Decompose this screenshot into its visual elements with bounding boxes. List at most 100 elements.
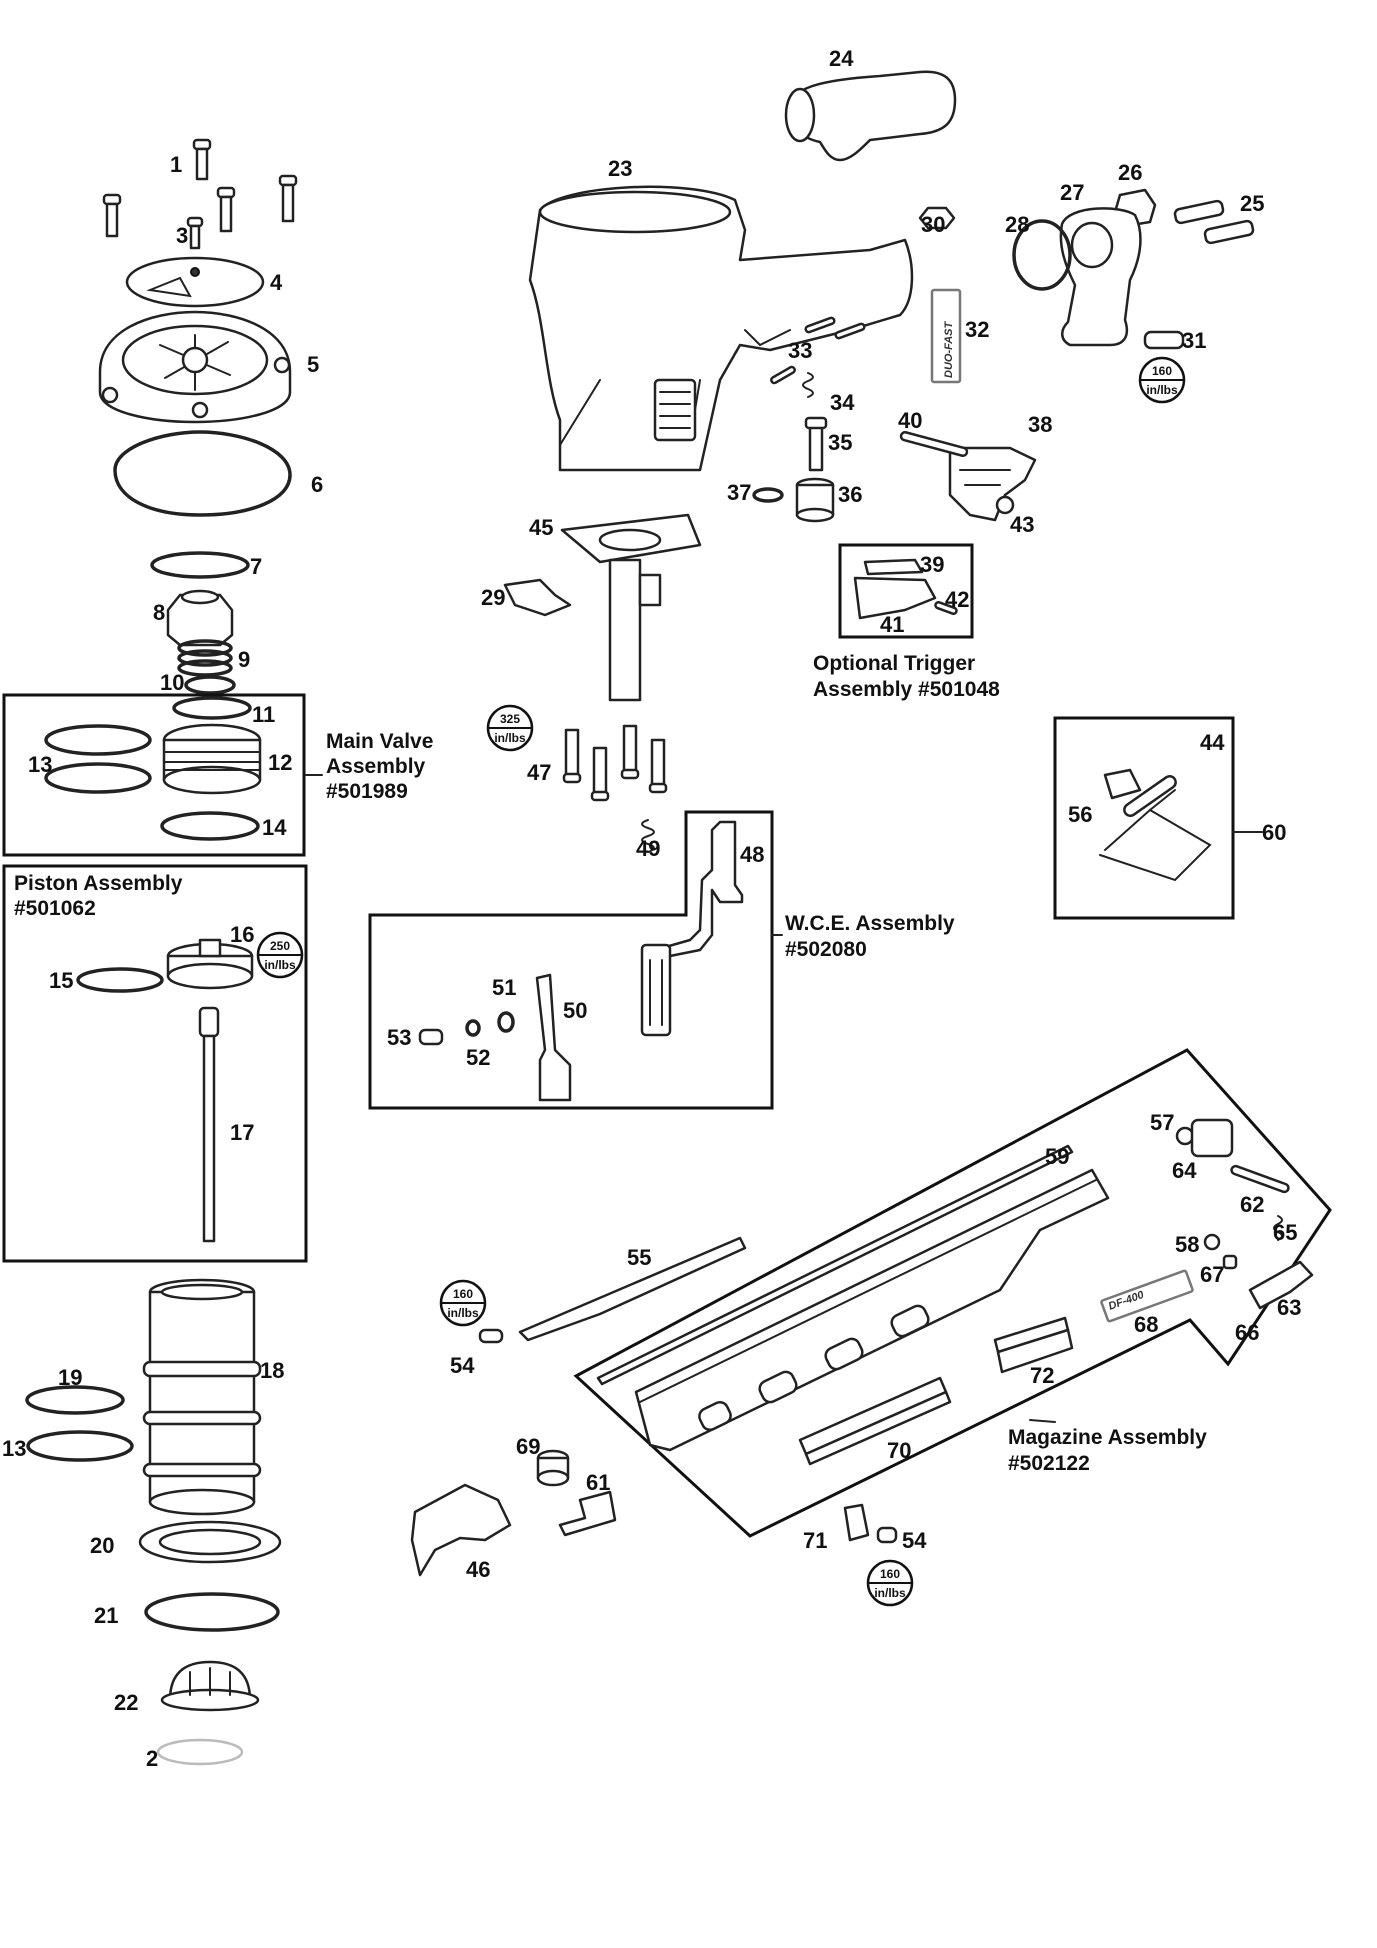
part-50-contact bbox=[535, 973, 572, 1102]
part-27-exhaust bbox=[1059, 207, 1142, 347]
label-24: 24 bbox=[829, 46, 854, 71]
label-13a: 13 bbox=[28, 752, 52, 777]
label-72: 72 bbox=[1030, 1363, 1054, 1388]
label-23: 23 bbox=[608, 156, 632, 181]
part-17-driver bbox=[198, 1006, 220, 1243]
label-59: 59 bbox=[1045, 1144, 1069, 1169]
magazine-assembly-box bbox=[573, 1048, 1332, 1538]
label-7: 7 bbox=[250, 554, 262, 579]
part-61-clip bbox=[558, 1490, 617, 1537]
piston-title-2: #501062 bbox=[14, 897, 96, 920]
part-28-oring bbox=[1012, 219, 1072, 291]
label-37: 37 bbox=[727, 480, 751, 505]
part-5-cap bbox=[98, 310, 292, 424]
part-14-oring bbox=[160, 811, 260, 841]
svg-text:325: 325 bbox=[500, 712, 520, 726]
label-1: 1 bbox=[170, 152, 182, 177]
part-72-strip bbox=[993, 1316, 1074, 1374]
svg-text:160: 160 bbox=[880, 1567, 900, 1581]
magazine-title-2: #502122 bbox=[1008, 1452, 1090, 1475]
part-42-pin bbox=[934, 601, 958, 615]
label-12: 12 bbox=[268, 750, 292, 775]
part-8-nut bbox=[166, 589, 234, 647]
main-valve-title-1: Main Valve bbox=[326, 730, 433, 753]
part-43-nut bbox=[995, 495, 1015, 515]
label-4: 4 bbox=[270, 270, 283, 295]
part-55-pusher bbox=[518, 1236, 747, 1342]
part-magazine-channel bbox=[634, 1168, 1110, 1452]
part-48-wce bbox=[640, 820, 744, 1037]
piston-title-1: Piston Assembly bbox=[14, 872, 183, 895]
part-15-oring bbox=[76, 967, 164, 993]
label-70: 70 bbox=[887, 1438, 911, 1463]
label-67: 67 bbox=[1200, 1262, 1224, 1287]
main-valve-title-2: Assembly bbox=[326, 755, 426, 778]
label-10: 10 bbox=[160, 670, 184, 695]
screw-b bbox=[216, 186, 236, 233]
label-50: 50 bbox=[563, 998, 587, 1023]
part-41-trigger bbox=[853, 576, 937, 620]
label-5: 5 bbox=[307, 352, 319, 377]
label-55: 55 bbox=[627, 1245, 651, 1270]
part-12-valve bbox=[162, 723, 262, 795]
part-25-screws bbox=[1173, 199, 1255, 245]
part-19-oring bbox=[25, 1385, 125, 1415]
part-71-bracket bbox=[843, 1503, 870, 1542]
label-44: 44 bbox=[1200, 730, 1225, 755]
label-64: 64 bbox=[1172, 1158, 1197, 1183]
label-27: 27 bbox=[1060, 180, 1084, 205]
part-22-head bbox=[160, 1660, 260, 1712]
part-52-washer bbox=[465, 1019, 481, 1037]
part-69-bumper bbox=[536, 1449, 570, 1487]
part-24-grip-cover bbox=[784, 70, 957, 162]
part-2-disk bbox=[156, 1738, 244, 1766]
part-13-oring-b bbox=[26, 1430, 134, 1462]
label-48: 48 bbox=[740, 842, 764, 867]
screw-c bbox=[278, 174, 298, 223]
label-54b: 54 bbox=[902, 1528, 927, 1553]
svg-text:in/lbs: in/lbs bbox=[447, 1306, 479, 1320]
label-66: 66 bbox=[1235, 1320, 1259, 1345]
part-54-screw-b bbox=[876, 1526, 898, 1544]
label-65: 65 bbox=[1273, 1220, 1297, 1245]
part-67-screw bbox=[1222, 1254, 1238, 1270]
svg-text:250: 250 bbox=[270, 939, 290, 953]
wce-title-2: #502080 bbox=[785, 938, 867, 961]
trigger-title-2: Assembly #501048 bbox=[813, 678, 1000, 701]
wce-title-1: W.C.E. Assembly bbox=[785, 912, 955, 935]
torque-31: 160 in/lbs bbox=[1138, 356, 1186, 404]
part-62-pin bbox=[1230, 1164, 1290, 1194]
part-68-label: DF-400 bbox=[1100, 1269, 1194, 1323]
magazine-title-1: Magazine Assembly bbox=[1008, 1426, 1207, 1449]
label-16: 16 bbox=[230, 922, 254, 947]
part-20-bumper bbox=[138, 1520, 282, 1564]
part-38-trigger-housing bbox=[948, 446, 1037, 522]
label-38: 38 bbox=[1028, 412, 1052, 437]
label-2: 2 bbox=[146, 1746, 158, 1771]
part-57-nut bbox=[1175, 1126, 1195, 1146]
label-53: 53 bbox=[387, 1025, 411, 1050]
label-41: 41 bbox=[880, 612, 904, 637]
cap-screws bbox=[102, 138, 298, 250]
part-10-washer bbox=[184, 675, 236, 695]
label-13b: 13 bbox=[2, 1436, 26, 1461]
piston-assembly-box bbox=[2, 864, 308, 1263]
part-6-gasket bbox=[113, 430, 292, 517]
part-29-clip bbox=[503, 578, 572, 617]
label-42: 42 bbox=[945, 587, 969, 612]
part-33-pins bbox=[770, 316, 866, 385]
svg-text:in/lbs: in/lbs bbox=[1146, 383, 1178, 397]
svg-text:160: 160 bbox=[1152, 364, 1172, 378]
wce-assembly-box bbox=[368, 810, 774, 1110]
part-54-screw-a bbox=[478, 1328, 504, 1344]
part-34-spring bbox=[802, 372, 814, 398]
part-45-driver-guide bbox=[560, 513, 702, 702]
label-21: 21 bbox=[94, 1603, 118, 1628]
part-51-washer bbox=[497, 1011, 515, 1033]
part-46-nose bbox=[410, 1483, 512, 1577]
label-33: 33 bbox=[788, 338, 812, 363]
label-45: 45 bbox=[529, 515, 553, 540]
label-28: 28 bbox=[1005, 212, 1029, 237]
label-47: 47 bbox=[527, 760, 551, 785]
